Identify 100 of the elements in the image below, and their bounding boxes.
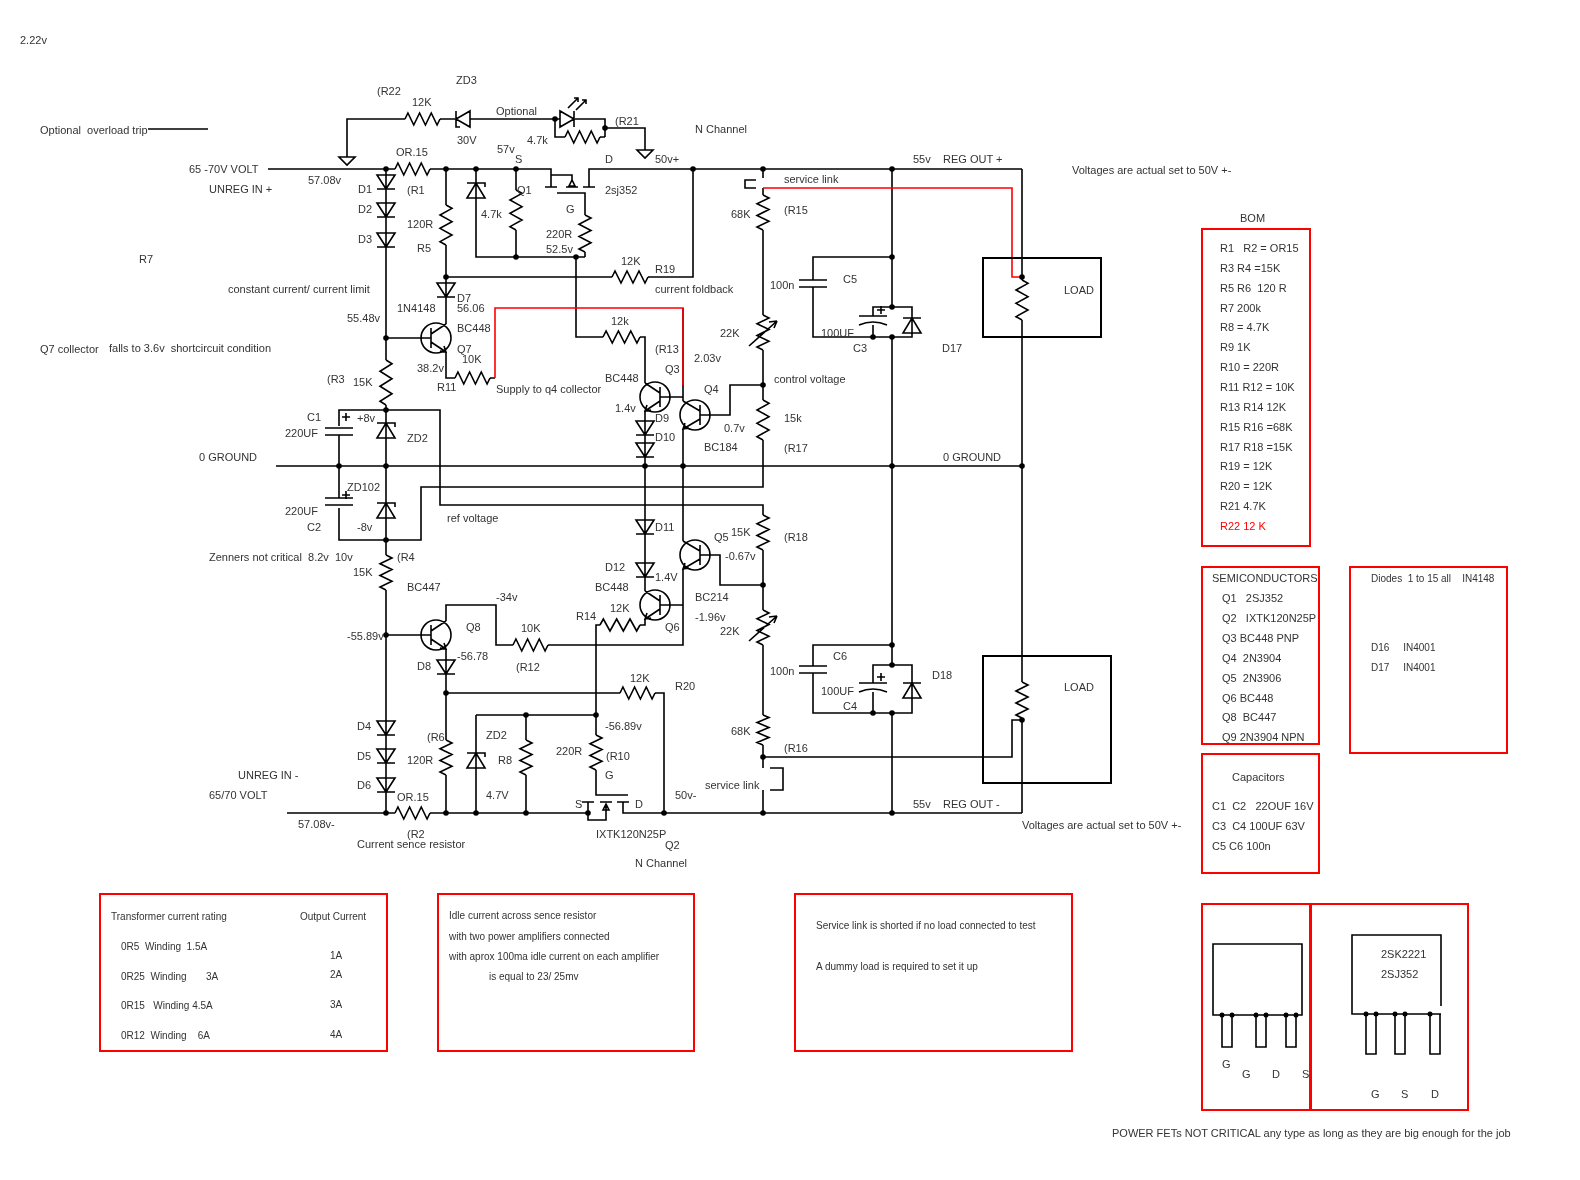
- list-entry: Q2 IXTK120N25P: [1222, 611, 1317, 625]
- pin-label: 2SK2221: [1381, 948, 1427, 961]
- pin-label: S: [1401, 1088, 1409, 1101]
- schematic-label: Q3: [665, 363, 680, 376]
- note-text: is equal to 23/ 25mv: [489, 970, 579, 983]
- schematic-label: D: [635, 798, 643, 811]
- schematic-label: 120R: [407, 754, 434, 767]
- bom-entry: R1 R2 = OR15: [1220, 242, 1299, 255]
- schematic-label: BC448: [605, 372, 639, 385]
- schematic-label: Q7 collector: [40, 343, 99, 356]
- schematic-label: ZD3: [456, 74, 477, 87]
- schematic-label: D4: [357, 720, 372, 733]
- diode-entry: D17 IN4001: [1371, 661, 1436, 674]
- table-text: 0R12 Winding 6A: [121, 1029, 210, 1042]
- schematic-label: 4.7k: [527, 134, 548, 147]
- pin-label: G: [1371, 1088, 1380, 1101]
- list-entry: C3 C4 100UF 63V: [1212, 820, 1305, 833]
- schematic-label: 22K: [720, 327, 740, 340]
- bom-entry: R15 R16 =68K: [1220, 420, 1293, 434]
- load-box: [982, 257, 1102, 338]
- schematic-label: 0.7v: [724, 422, 745, 435]
- schematic-label: 12k: [611, 315, 629, 328]
- schematic-label: C4: [843, 700, 858, 713]
- table-text: 0R5 Winding 1.5A: [121, 940, 208, 953]
- schematic-label: 50v+: [655, 153, 680, 166]
- schematic-label: ZD2: [486, 729, 507, 742]
- schematic-label: REG OUT +: [943, 153, 1003, 166]
- schematic-label: C5: [843, 273, 858, 286]
- schematic-label: D17: [942, 342, 963, 355]
- schematic-label: (R18: [784, 531, 808, 544]
- schematic-label: UNREG IN +: [209, 183, 273, 196]
- bom-entry: R19 = 12K: [1220, 460, 1273, 474]
- schematic-label: D: [605, 153, 613, 166]
- schematic-label: Q4: [704, 383, 719, 396]
- note-text: with two power amplifiers connected: [449, 930, 610, 943]
- schematic-label: 55v: [913, 798, 931, 811]
- schematic-label: (R13: [655, 343, 679, 356]
- schematic-label: 100UF: [821, 685, 855, 698]
- schematic-label: OR.15: [396, 146, 428, 159]
- schematic-label: -8v: [357, 521, 373, 534]
- schematic-label: 0 GROUND: [199, 451, 258, 464]
- schematic-label: D7: [457, 292, 472, 304]
- schematic-label: 30V: [457, 134, 477, 147]
- schematic-label: Q8: [466, 621, 481, 634]
- schematic-label: ZD102: [347, 481, 381, 494]
- schematic-label: G: [605, 769, 614, 782]
- list-entry: Q1 2SJ352: [1222, 592, 1284, 605]
- schematic-label: 15K: [353, 376, 373, 389]
- schematic-label: R8: [498, 754, 513, 767]
- schematic-label: R5: [417, 242, 432, 255]
- schematic-label: -1.96v: [695, 611, 726, 624]
- schematic-label: S: [575, 798, 583, 811]
- schematic-label: Zenners not critical 8.2v 10v: [209, 551, 353, 564]
- bom-entry: R13 R14 12K: [1220, 400, 1287, 414]
- schematic-label: 10K: [521, 622, 541, 635]
- schematic-label: C3: [853, 342, 868, 355]
- pin-label: G: [1242, 1068, 1251, 1081]
- schematic-label: (R15: [784, 204, 808, 217]
- bom-entry: R9 1K: [1220, 341, 1251, 355]
- schematic-label: D6: [357, 779, 372, 792]
- list-entry: SEMICONDUCTORS: [1212, 572, 1318, 585]
- note-text: Idle current across sence resistor: [449, 909, 597, 922]
- bom-entry: R11 R12 = 10K: [1220, 380, 1295, 394]
- schematic-label: D3: [358, 233, 373, 246]
- schematic-label: ZD2: [407, 432, 428, 445]
- list-entry: C1 C2 22OUF 16V: [1212, 800, 1314, 813]
- schematic-label: 50v-: [675, 789, 697, 802]
- schematic-label: (R2: [407, 828, 425, 841]
- schematic-label: 1.4V: [655, 571, 678, 584]
- schematic-label: D9: [655, 412, 670, 425]
- schematic-label: -56.89v: [605, 720, 642, 733]
- schematic-label: 120R: [407, 218, 434, 231]
- list-entry: Q3 BC448 PNP: [1222, 631, 1300, 645]
- schematic-label: 220R: [556, 745, 583, 758]
- semiconductor-list-panel: [1201, 566, 1320, 745]
- schematic-label: 12K: [412, 96, 432, 109]
- schematic-label: 38.2v: [417, 362, 444, 375]
- schematic-label: 68K: [731, 725, 751, 738]
- schematic-label: 22K: [720, 625, 740, 638]
- schematic-label: N Channel: [635, 857, 687, 870]
- schematic-label: -34v: [496, 591, 518, 604]
- schematic-label: C6: [833, 650, 848, 663]
- load-label: LOAD: [1064, 284, 1094, 297]
- table-text: Transformer current rating: [111, 910, 227, 923]
- bom-entry: R17 R18 =15K: [1220, 440, 1293, 454]
- schematic-label: 2sj352: [605, 184, 638, 197]
- schematic-label: D5: [357, 750, 372, 763]
- table-text: 4A: [330, 1028, 343, 1041]
- schematic-label: 12K: [621, 255, 641, 268]
- schematic-label: (R21: [615, 115, 639, 128]
- list-entry: Q6 BC448: [1222, 691, 1274, 705]
- schematic-label: (R1: [407, 184, 425, 197]
- schematic-label: service link: [784, 173, 839, 186]
- schematic-label: BC184: [704, 441, 738, 454]
- table-text: 3A: [330, 998, 343, 1011]
- note-text: A dummy load is required to set it up: [816, 960, 978, 973]
- schematic-label: (R17: [784, 442, 808, 455]
- schematic-label: 52.5v: [546, 243, 573, 256]
- schematic-label: POWER FETs NOT CRITICAL any type as long as they are big enough for the job: [1112, 1127, 1511, 1140]
- schematic-label: Optional overload trip: [40, 124, 148, 137]
